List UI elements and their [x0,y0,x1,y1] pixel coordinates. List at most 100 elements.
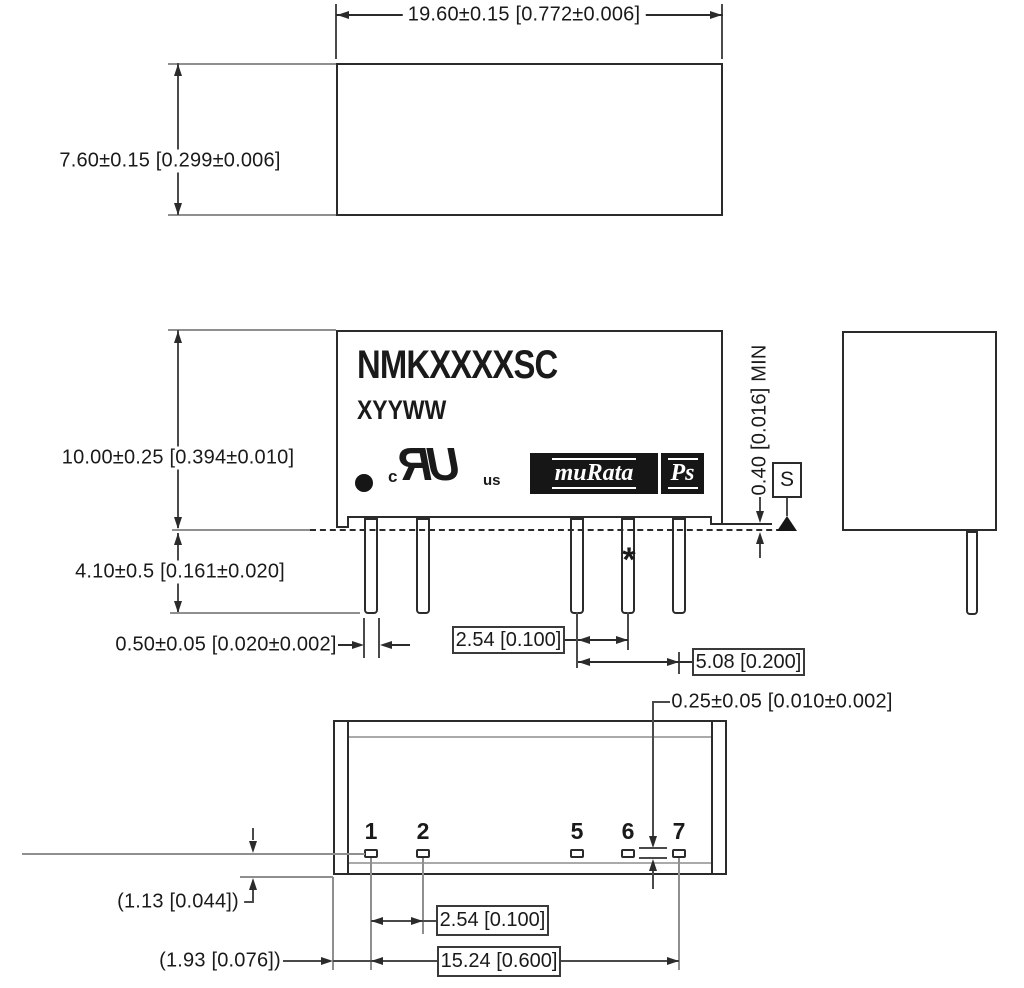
pad-1 [364,849,378,858]
arrowhead [380,641,392,649]
pin-1 [364,518,378,614]
datum-triangle-icon [777,516,797,531]
pad-thickness-dimension: 0.25±0.05 [0.010±0.002] [666,690,898,714]
arrowhead [710,11,722,19]
arrowhead [649,859,657,871]
arrowhead [667,658,679,666]
side-wall-line [711,720,713,875]
extension-line [332,877,334,970]
pin-label-1: 1 [364,818,378,844]
standoff-dimension: 0.40 [0.016] MIN [748,342,772,498]
body-width-dimension: 19.60±0.15 [0.772±0.006] [402,3,646,27]
arrowhead [174,533,182,545]
extension-line [363,618,365,658]
arrowhead [756,532,764,544]
dimension-line [392,644,410,646]
extension-line [22,853,365,855]
date-code-marking: XYYWW [357,395,447,425]
dimension-line [177,330,179,528]
pin-label-5: 5 [570,818,584,844]
pin-span-dimension-box: 5.08 [0.200] [692,648,805,676]
dimension-line [371,920,436,922]
seating-plane-dashed-line [310,529,792,531]
body-corner-step [336,526,349,528]
murata-logo: muRata [530,453,658,494]
pad-pitch-dimension-box: 2.54 [0.100] [436,905,549,936]
standoff-reference-line [710,523,772,525]
ul-mark-c-label: c [388,467,398,486]
leader-line [565,639,578,641]
pad-6 [621,849,635,858]
body-corner-step [710,516,712,525]
arrowhead [249,841,257,853]
pin-label-7: 7 [672,818,686,844]
center-line [422,858,424,934]
ul-recognized-mark-icon: UR [404,438,461,490]
extension-line [639,847,667,849]
inner-edge-line [349,736,711,738]
body-corner-step [721,516,723,525]
dimension-line [759,497,761,511]
body-corner-step [347,516,349,527]
center-line [678,858,680,970]
pin-length-dimension: 4.10±0.5 [0.161±0.020] [70,560,290,584]
leader-line [786,498,788,516]
front-view-body-outline [336,330,723,518]
pin-label-6: 6 [621,818,635,844]
body-depth-dimension: 7.60±0.15 [0.299±0.006] [54,149,286,173]
leader-line [652,701,670,703]
pin-label-2: 2 [416,818,430,844]
arrowhead [616,636,628,644]
leader-line [237,901,254,903]
ps-logo-text: Ps [667,457,698,490]
extension-line [168,214,336,216]
datum-symbol-box: S [772,462,802,498]
arrowhead [667,957,679,965]
center-line [370,858,372,970]
pin6-asterisk-marker: * [622,541,636,579]
arrowhead [174,601,182,613]
bottom-view-body-outline [333,720,727,875]
center-line [576,612,578,668]
arrowhead [649,836,657,848]
arrowhead [174,203,182,215]
pin-width-dimension: 0.50±0.05 [0.020±0.002] [110,633,342,657]
body-height-dimension: 10.00±0.25 [0.394±0.010] [56,446,300,470]
extension-line [168,63,336,65]
side-view-pin [966,531,978,615]
dimension-line [561,960,679,962]
side-wall-line [347,720,349,875]
leader-line [283,960,321,962]
extension-line [639,857,667,861]
side-view-body-outline [842,331,997,531]
pin-pitch-dimension-box: 2.54 [0.100] [452,626,565,654]
pad-span-dimension-box: 15.24 [0.600] [437,946,561,977]
arrowhead [352,641,364,649]
arrowhead [756,511,764,523]
edge-offset-dimension: (1.93 [0.076]) [154,949,286,973]
arrowhead [174,517,182,529]
center-line [678,652,680,674]
dimension-line [759,544,761,558]
pin-7 [672,518,686,614]
pad-7 [672,849,686,858]
arrowhead [578,636,590,644]
pin-2 [416,518,430,614]
body-bottom-edge [347,516,712,518]
arrowhead [371,957,383,965]
pad-5 [570,849,584,858]
pin-5 [570,518,584,614]
dimension-line [578,661,692,663]
dimension-line [333,960,437,962]
pad-offset-dimension: (1.13 [0.044]) [112,890,244,914]
arrowhead [578,658,590,666]
part-number-marking: NMKXXXXSC [357,343,558,387]
inner-edge-line [349,862,711,864]
extension-line [378,618,380,658]
pad-2 [416,849,430,858]
dimension-line [252,828,254,840]
extension-line [240,876,333,878]
center-line [627,612,629,650]
arrowhead [249,878,257,890]
